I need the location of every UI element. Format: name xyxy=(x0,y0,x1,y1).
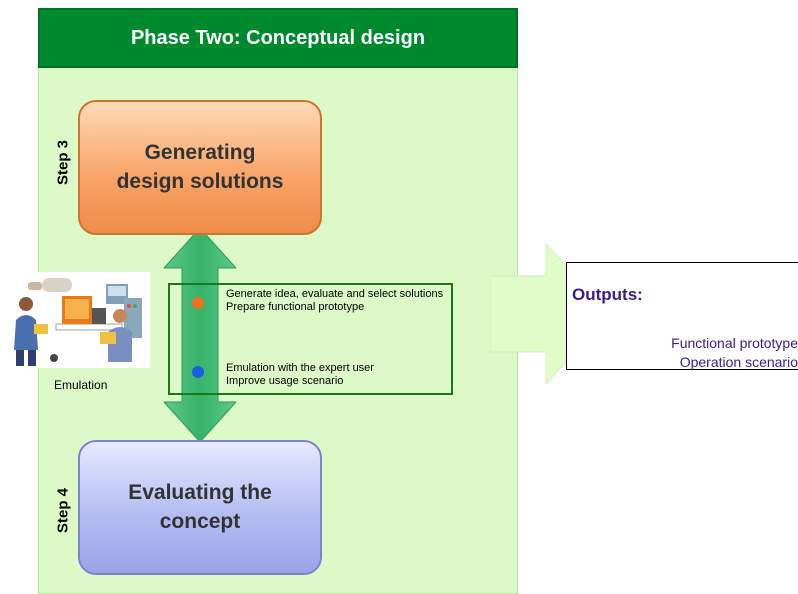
blue-bullet-icon xyxy=(192,366,204,378)
step-transition-arrow xyxy=(164,228,236,442)
phase-title: Phase Two: Conceptual design xyxy=(38,8,518,68)
step4-box: Evaluating the concept xyxy=(78,440,322,575)
activities-box xyxy=(168,283,453,395)
orange-bullet-icon xyxy=(192,297,204,309)
activity-group-1: Generate idea, evaluate and select solut… xyxy=(226,288,450,314)
activity-group-2: Emulation with the expert user Improve u… xyxy=(226,362,450,388)
activity-line: Generate idea, evaluate and select solut… xyxy=(226,288,444,300)
activity-line: Improve usage scenario xyxy=(226,375,344,387)
output-item: Functional prototype xyxy=(671,335,798,351)
activity-line: Emulation with the expert user xyxy=(226,362,374,374)
outputs-box xyxy=(566,262,798,370)
activity-line: Prepare functional prototype xyxy=(226,301,365,313)
step4-label: Step 4 xyxy=(54,488,72,534)
output-item: Operation scenario xyxy=(679,354,798,370)
step3-label: Step 3 xyxy=(54,140,72,186)
outputs-title: Outputs: xyxy=(572,285,643,304)
emulation-illustration xyxy=(8,272,150,368)
outputs-list: Functional prototype Operation scenario xyxy=(600,334,798,372)
step4-title: Evaluating the concept xyxy=(128,481,272,533)
step3-box: Generating design solutions xyxy=(78,100,322,235)
step3-title: Generating design solutions xyxy=(116,141,284,193)
emulation-caption: Emulation xyxy=(54,378,108,392)
